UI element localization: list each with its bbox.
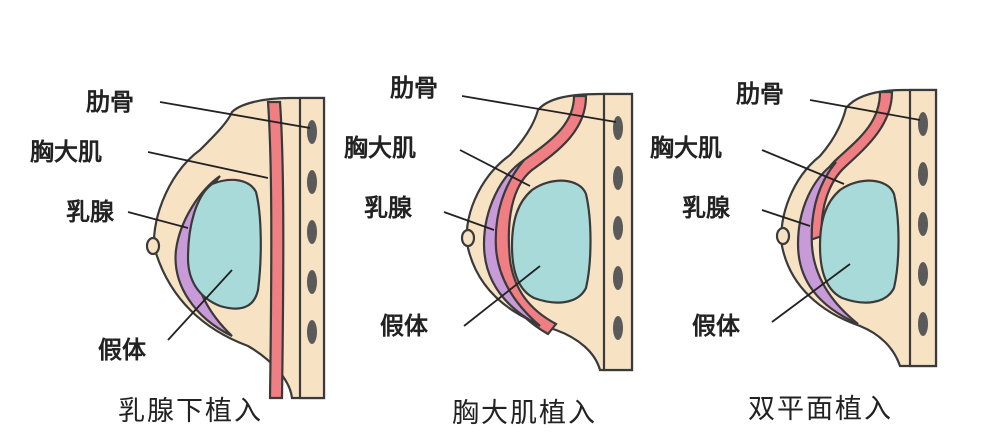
leader-gland bbox=[443, 211, 495, 231]
leader-implant bbox=[771, 263, 851, 323]
label-rib: 肋骨 bbox=[390, 74, 438, 102]
leader-gland bbox=[127, 211, 189, 229]
rib-markers bbox=[613, 116, 623, 340]
pectoralis-muscle bbox=[266, 100, 285, 400]
nipple bbox=[145, 236, 161, 256]
panel-dual-plane: 肋骨 胸大肌 乳腺 假体 双平面植入 bbox=[650, 80, 938, 425]
leader-pectoralis bbox=[147, 151, 269, 179]
rib-marker bbox=[613, 116, 623, 140]
mammary-gland bbox=[796, 161, 859, 326]
label-pectoralis: 胸大肌 bbox=[30, 138, 102, 166]
rib-markers bbox=[307, 120, 317, 344]
rib-column bbox=[298, 96, 326, 400]
panel-submuscular: 肋骨 胸大肌 乳腺 假体 胸大肌植入 bbox=[344, 74, 634, 429]
rib-marker bbox=[918, 312, 928, 336]
rib-marker bbox=[307, 270, 317, 294]
mammary-gland bbox=[482, 159, 541, 327]
leader-rib bbox=[809, 99, 921, 121]
label-mammary-gland: 乳腺 bbox=[364, 194, 413, 222]
leader-pectoralis bbox=[459, 149, 531, 187]
leader-rib bbox=[159, 101, 311, 129]
label-implant: 假体 bbox=[692, 312, 741, 340]
nipple bbox=[775, 226, 791, 246]
rib-marker bbox=[918, 212, 928, 236]
rib-markers bbox=[918, 112, 928, 336]
rib-marker bbox=[307, 120, 317, 144]
rib-marker bbox=[613, 216, 623, 240]
nipple bbox=[460, 228, 476, 248]
label-rib: 肋骨 bbox=[736, 80, 784, 108]
label-rib: 肋骨 bbox=[86, 88, 134, 116]
rib-marker bbox=[613, 266, 623, 290]
rib-marker bbox=[307, 220, 317, 244]
caption-dual-plane: 双平面植入 bbox=[748, 394, 893, 425]
rib-marker bbox=[307, 170, 317, 194]
label-implant: 假体 bbox=[98, 336, 147, 364]
leader-implant bbox=[167, 269, 233, 341]
leader-rib bbox=[461, 95, 617, 123]
rib-marker bbox=[613, 316, 623, 340]
rib-marker bbox=[918, 262, 928, 286]
rib-marker bbox=[307, 320, 317, 344]
implant bbox=[186, 178, 262, 310]
leader-pectoralis bbox=[761, 149, 845, 185]
rib-marker bbox=[918, 112, 928, 136]
label-mammary-gland: 乳腺 bbox=[682, 194, 731, 222]
rib-marker bbox=[613, 166, 623, 190]
implant bbox=[818, 179, 900, 304]
label-pectoralis: 胸大肌 bbox=[650, 134, 722, 162]
leader-gland bbox=[761, 209, 811, 227]
leader-implant bbox=[463, 265, 541, 327]
pectoralis-muscle bbox=[808, 90, 894, 242]
label-implant: 假体 bbox=[380, 312, 429, 340]
implant bbox=[510, 179, 592, 304]
label-mammary-gland: 乳腺 bbox=[66, 198, 115, 226]
caption-subglandular: 乳腺下植入 bbox=[118, 396, 263, 427]
caption-submuscular: 胸大肌植入 bbox=[452, 398, 597, 429]
label-pectoralis: 胸大肌 bbox=[344, 134, 416, 162]
panel-subglandular: 肋骨 胸大肌 乳腺 假体 乳腺下植入 bbox=[30, 88, 326, 427]
rib-marker bbox=[918, 162, 928, 186]
